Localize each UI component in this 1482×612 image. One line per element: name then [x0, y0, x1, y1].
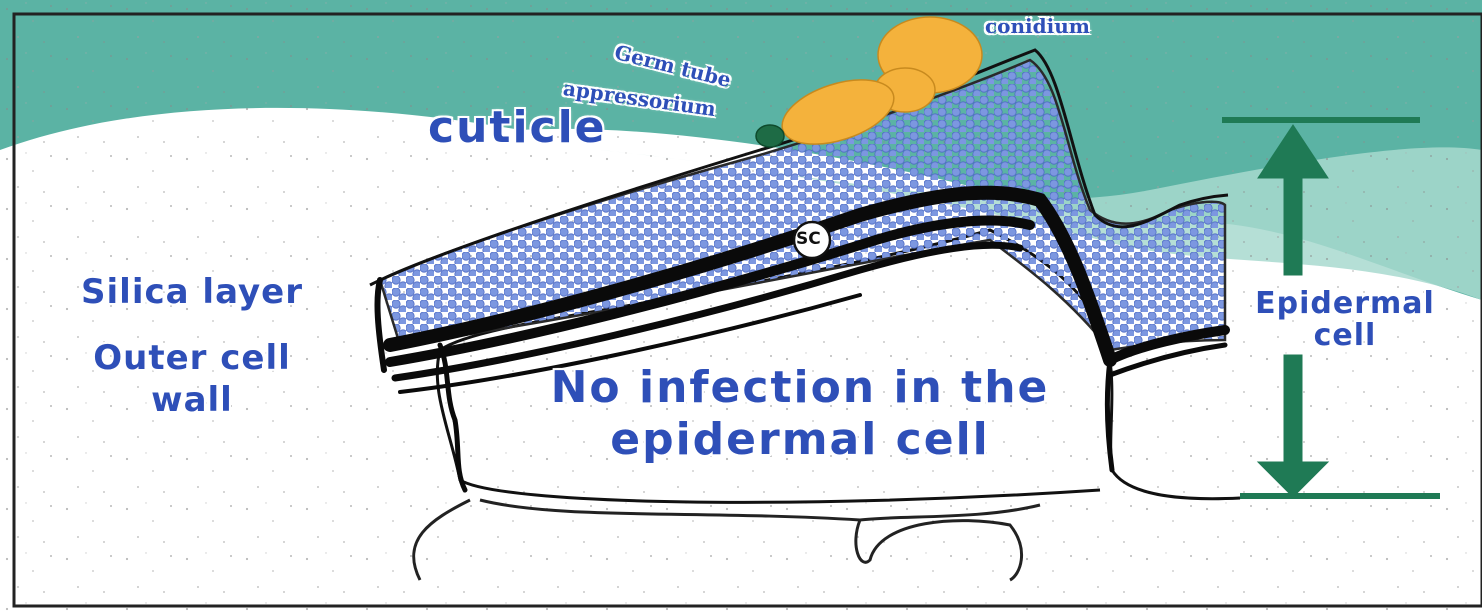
main-message-line1: No infection in the: [520, 362, 1080, 413]
epidermal-cell-label-line2: cell: [1230, 314, 1460, 358]
outer-cell-wall-label-line2: wall: [52, 378, 332, 422]
cuticle-label: cuticle: [428, 102, 607, 153]
silica-layer-label: Silica layer: [52, 270, 332, 314]
sc-label: SC: [796, 229, 821, 249]
appressorium-shape: [756, 125, 784, 147]
conidium-label: conidium: [985, 14, 1090, 38]
outer-cell-wall-label-line1: Outer cell: [52, 336, 332, 380]
main-message-line2: epidermal cell: [520, 414, 1080, 465]
